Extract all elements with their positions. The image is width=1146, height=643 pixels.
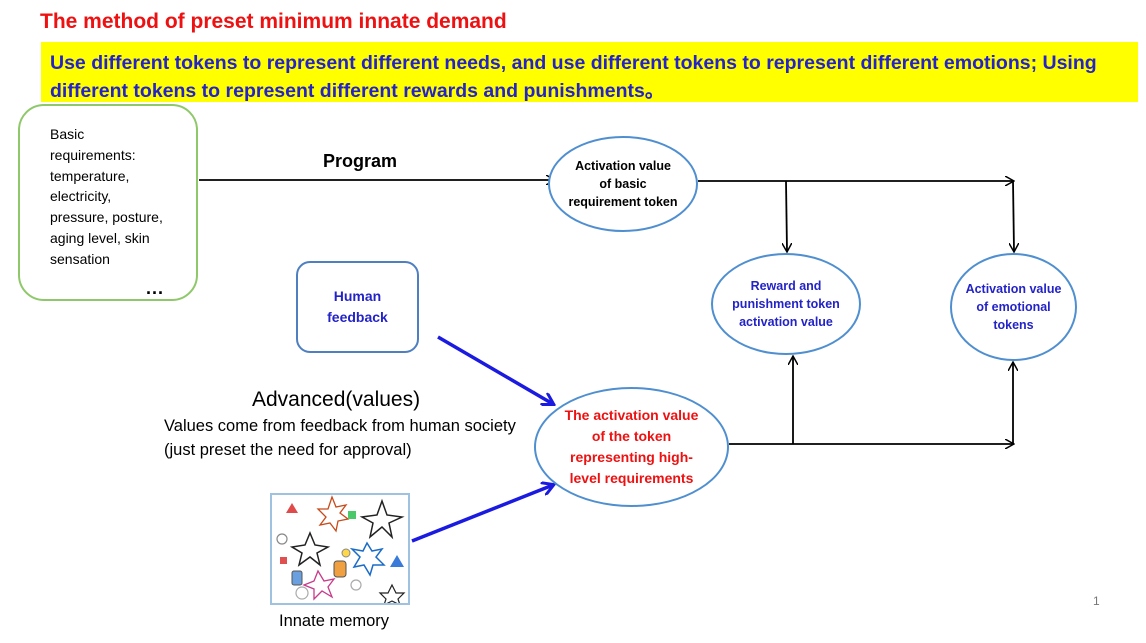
arrow-to-emotion bbox=[1013, 180, 1014, 251]
advanced-description: Values come from feedback from human soc… bbox=[164, 417, 516, 459]
emotional-label: Activation value of emotional tokens bbox=[965, 282, 1062, 332]
basic-activation-label: Activation value of basic requirement to… bbox=[568, 159, 678, 209]
banner-text: Use different tokens to represent differ… bbox=[50, 52, 1097, 102]
reward-punishment-label: Reward and punishment token activation v… bbox=[732, 279, 840, 329]
arrow-human-to-high bbox=[437, 335, 553, 404]
banner: Use different tokens to represent differ… bbox=[41, 42, 1138, 102]
basic-line: sensation bbox=[50, 250, 110, 267]
program-label: Program bbox=[323, 151, 398, 171]
memory-collage-icon bbox=[276, 495, 406, 603]
high-level-label: The activation value of the token repres… bbox=[564, 407, 699, 486]
basic-line: aging level, skin bbox=[50, 229, 150, 246]
page-number: 1 bbox=[1093, 594, 1100, 608]
basic-line: electricity, bbox=[50, 188, 112, 205]
basic-line: temperature, bbox=[50, 167, 130, 184]
reward-punishment-node: Reward and punishment token activation v… bbox=[711, 253, 861, 355]
basic-line: pressure, posture, bbox=[50, 209, 163, 226]
innate-memory-label: Innate memory bbox=[279, 612, 390, 630]
ellipsis: ... bbox=[146, 278, 165, 298]
advanced-title: Advanced(values) bbox=[252, 388, 421, 411]
human-feedback-label: Human feedback bbox=[327, 288, 388, 325]
human-feedback-box: Human feedback bbox=[296, 261, 419, 353]
basic-activation-node: Activation value of basic requirement to… bbox=[548, 136, 698, 232]
arrow-memory-to-high bbox=[411, 485, 553, 543]
basic-line: Basic bbox=[50, 126, 85, 142]
basic-requirements-box: Basic requirements: temperature, electri… bbox=[18, 104, 198, 301]
high-level-node: The activation value of the token repres… bbox=[534, 387, 729, 507]
basic-line: requirements: bbox=[50, 146, 136, 163]
slide-title: The method of preset minimum innate dema… bbox=[40, 10, 507, 33]
arrow-to-reward bbox=[786, 180, 787, 251]
innate-memory-image bbox=[270, 493, 410, 605]
basic-requirements-text: Basic requirements: temperature, electri… bbox=[50, 124, 200, 270]
emotional-node: Activation value of emotional tokens bbox=[950, 253, 1077, 361]
